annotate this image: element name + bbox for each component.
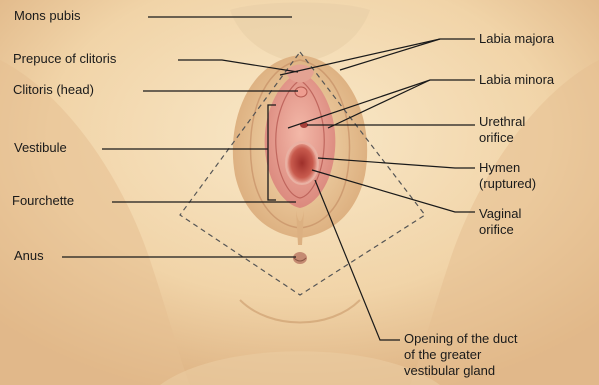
label-hymen-line2: (ruptured) <box>479 176 536 192</box>
label-clitoris-head: Clitoris (head) <box>13 82 94 98</box>
label-vaginal-orifice-line1: Vaginal <box>479 206 521 222</box>
label-labia-minora: Labia minora <box>479 72 554 88</box>
label-vestibule: Vestibule <box>14 140 67 156</box>
clitoris-shape <box>295 87 307 97</box>
label-hymen-line1: Hymen <box>479 160 536 176</box>
label-prepuce-of-clitoris: Prepuce of clitoris <box>13 51 116 67</box>
label-mons-pubis: Mons pubis <box>14 8 80 24</box>
anus-shape <box>293 252 307 264</box>
label-vestibular-gland-line3: vestibular gland <box>404 363 517 379</box>
label-vaginal-orifice-line2: orifice <box>479 222 521 238</box>
vaginal-orifice-shape <box>288 144 316 182</box>
label-urethral-orifice-line1: Urethral <box>479 114 525 130</box>
label-labia-majora: Labia majora <box>479 31 554 47</box>
label-vestibular-gland-line1: Opening of the duct <box>404 331 517 347</box>
label-urethral-orifice: Urethral orifice <box>479 114 525 146</box>
label-urethral-orifice-line2: orifice <box>479 130 525 146</box>
label-vaginal-orifice: Vaginal orifice <box>479 206 521 238</box>
label-vestibular-gland-line2: of the greater <box>404 347 517 363</box>
label-fourchette: Fourchette <box>12 193 74 209</box>
label-hymen: Hymen (ruptured) <box>479 160 536 192</box>
label-anus: Anus <box>14 248 44 264</box>
label-vestibular-gland-duct: Opening of the duct of the greater vesti… <box>404 331 517 379</box>
